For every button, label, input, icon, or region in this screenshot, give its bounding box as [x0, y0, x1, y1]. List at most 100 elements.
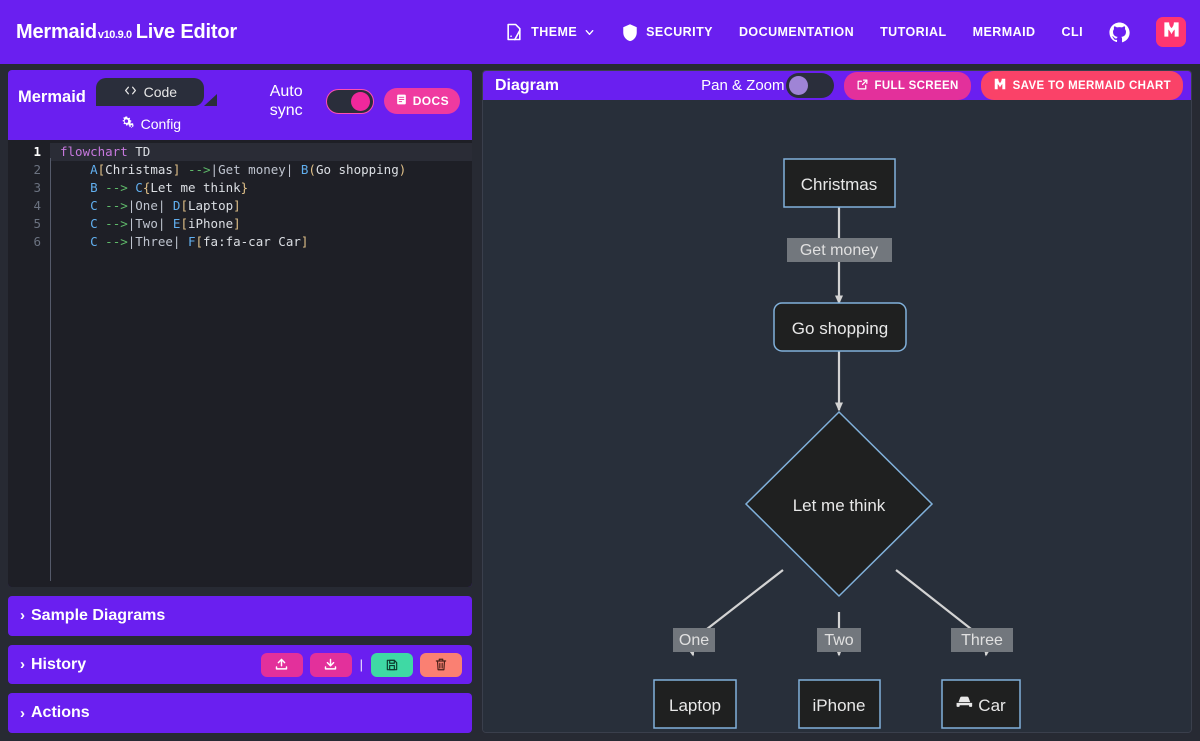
- node-iphone[interactable]: iPhone: [798, 679, 881, 729]
- code-line[interactable]: A[Christmas] -->|Get money| B(Go shoppin…: [90, 162, 407, 177]
- nav-item-security[interactable]: SECURITY: [621, 23, 713, 42]
- shield-icon: [621, 23, 639, 42]
- save-to-mermaid-chart-button[interactable]: SAVE TO MERMAID CHART: [980, 71, 1183, 100]
- diagram-toolbar: Diagram Pan & Zoom FULL SCREEN SAVE TO M…: [483, 71, 1191, 100]
- nav-label: DOCUMENTATION: [738, 25, 855, 39]
- node-label: Let me think: [793, 496, 886, 515]
- code-editor[interactable]: 1 2 3 4 5 6 flowchart TD A[Christmas] --…: [8, 140, 472, 588]
- node-label: Car: [978, 696, 1006, 715]
- accordion-actions[interactable]: › Actions: [8, 693, 472, 733]
- delete-button[interactable]: [420, 652, 462, 677]
- line-number: 4: [33, 198, 41, 213]
- line-number-gutter: 1 2 3 4 5 6: [8, 140, 50, 588]
- chevron-down-icon: [585, 29, 594, 35]
- diagram-panel-title: Diagram: [495, 76, 560, 94]
- code-line[interactable]: flowchart TD: [50, 143, 472, 161]
- diagram-canvas[interactable]: Get money One Two Three Christmas: [483, 100, 1191, 732]
- theme-icon: [504, 22, 524, 42]
- accordion-label: History: [31, 655, 87, 673]
- full-screen-button[interactable]: FULL SCREEN: [843, 71, 971, 100]
- chevron-right-icon: ›: [20, 704, 25, 722]
- auto-sync-control: Auto sync DOCS: [270, 78, 460, 120]
- node-christmas[interactable]: Christmas: [783, 158, 896, 208]
- nav-item-mermaid[interactable]: MERMAID: [973, 25, 1036, 39]
- code-brackets-icon: [123, 84, 138, 100]
- node-laptop[interactable]: Laptop: [653, 679, 737, 729]
- download-button[interactable]: [309, 652, 352, 677]
- trash-icon: [435, 658, 447, 671]
- nav-item-github[interactable]: [1109, 21, 1130, 43]
- tab-code[interactable]: Code: [95, 78, 217, 106]
- toggle-knob: [350, 91, 370, 111]
- mermaid-chart-logo: [1162, 20, 1181, 44]
- edge-label-text: One: [679, 632, 709, 649]
- code-content[interactable]: flowchart TD A[Christmas] -->|Get money|…: [50, 140, 472, 587]
- pan-zoom-toggle[interactable]: [785, 73, 834, 98]
- save-label: SAVE TO MERMAID CHART: [1012, 79, 1171, 92]
- line-number: 2: [33, 162, 41, 177]
- toggle-knob: [788, 76, 808, 95]
- tab-config[interactable]: Config: [96, 112, 204, 135]
- download-icon: [324, 658, 337, 670]
- upload-icon: [275, 658, 288, 670]
- code-line[interactable]: C -->|One| D[Laptop]: [90, 198, 241, 213]
- button-divider: |: [359, 657, 363, 673]
- line-number: 1: [33, 144, 41, 159]
- node-go-shopping[interactable]: Go shopping: [773, 302, 907, 352]
- accordion-history[interactable]: › History |: [8, 644, 472, 685]
- nav-item-documentation[interactable]: DOCUMENTATION: [739, 25, 854, 39]
- gears-icon: [119, 115, 135, 132]
- node-label: Go shopping: [792, 319, 888, 338]
- auto-sync-label: Auto sync: [269, 83, 303, 120]
- tab-label: Config: [140, 115, 182, 132]
- line-number: 5: [33, 216, 41, 231]
- edge-label-three: Three: [951, 628, 1013, 652]
- node-label: Laptop: [669, 696, 721, 715]
- book-icon: [395, 93, 408, 109]
- editor-tabs: Code Config: [95, 78, 217, 135]
- floppy-disk-icon: [386, 659, 398, 670]
- left-panel: Mermaid Code Config: [8, 70, 472, 733]
- chevron-right-icon: ›: [20, 607, 25, 625]
- pan-zoom-label: Pan & Zoom: [701, 77, 785, 94]
- edge-label-text: Three: [961, 632, 1003, 649]
- docs-button[interactable]: DOCS: [383, 88, 460, 115]
- chevron-right-icon: ›: [20, 656, 25, 674]
- nav-item-cli[interactable]: CLI: [1062, 25, 1084, 39]
- edge-label-two: Two: [817, 628, 861, 652]
- diagram-panel: Diagram Pan & Zoom FULL SCREEN SAVE TO M…: [482, 70, 1192, 733]
- nav-item-tutorial[interactable]: TUTORIAL: [880, 25, 947, 39]
- pan-zoom-control: Pan & Zoom: [701, 73, 834, 98]
- nav-label: THEME: [531, 25, 578, 39]
- node-car[interactable]: Car: [941, 679, 1021, 729]
- edge-label-one: One: [673, 628, 715, 652]
- docs-label: DOCS: [412, 94, 449, 109]
- node-let-me-think[interactable]: Let me think: [744, 410, 934, 598]
- main-nav: THEME SECURITY DOCUMENTATION TUTORIAL ME…: [504, 17, 1186, 47]
- edge-label-get-money: Get money: [787, 238, 892, 262]
- accordion-label: Sample Diagrams: [31, 606, 166, 624]
- nav-item-theme[interactable]: THEME: [504, 22, 595, 42]
- nav-label: CLI: [1061, 25, 1083, 39]
- auto-sync-toggle[interactable]: [325, 88, 374, 114]
- mermaid-chart-logo-button[interactable]: [1156, 17, 1186, 47]
- line-number: 3: [33, 180, 41, 195]
- edge-label-text: Get money: [800, 242, 878, 259]
- upload-button[interactable]: [260, 652, 303, 677]
- save-button[interactable]: [371, 652, 413, 677]
- accordion-sample-diagrams[interactable]: › Sample Diagrams: [8, 596, 472, 636]
- line-number: 6: [33, 234, 41, 249]
- full-screen-label: FULL SCREEN: [874, 79, 959, 92]
- brand-name: Mermaid: [16, 20, 97, 43]
- nav-label: TUTORIAL: [880, 25, 947, 39]
- code-line[interactable]: C -->|Three| F[fa:fa-car Car]: [90, 234, 309, 249]
- mermaid-chart-logo: [993, 77, 1007, 94]
- tab-label: Code: [143, 84, 178, 100]
- code-line[interactable]: C -->|Two| E[iPhone]: [90, 216, 241, 231]
- brand-suffix: Live Editor: [135, 20, 237, 43]
- nav-label: MERMAID: [972, 25, 1036, 39]
- flowchart-svg: Get money One Two Three Christmas: [653, 158, 1021, 729]
- node-label: iPhone: [813, 696, 866, 715]
- code-line[interactable]: B --> C{Let me think}: [90, 180, 249, 195]
